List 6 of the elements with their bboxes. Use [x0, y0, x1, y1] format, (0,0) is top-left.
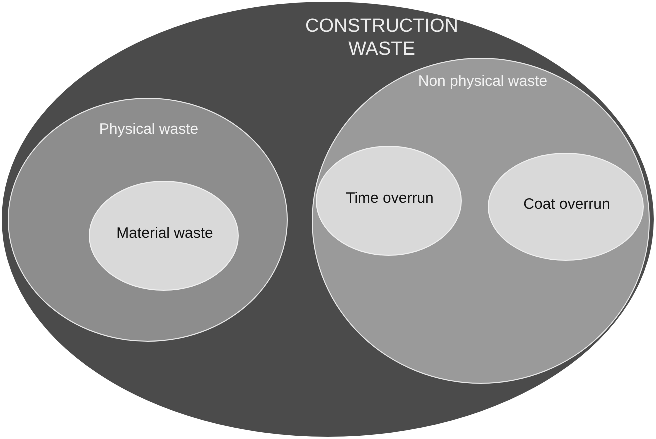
ellipse-label: Physical waste: [98, 121, 200, 139]
ellipse-label: Time overrun: [345, 190, 435, 208]
ellipse-label: Material waste: [116, 225, 214, 243]
ellipse-label: Coat overrun: [522, 196, 612, 214]
ellipse-label: Non physical waste: [417, 73, 549, 91]
ellipse-label: CONSTRUCTION WASTE: [304, 16, 460, 62]
